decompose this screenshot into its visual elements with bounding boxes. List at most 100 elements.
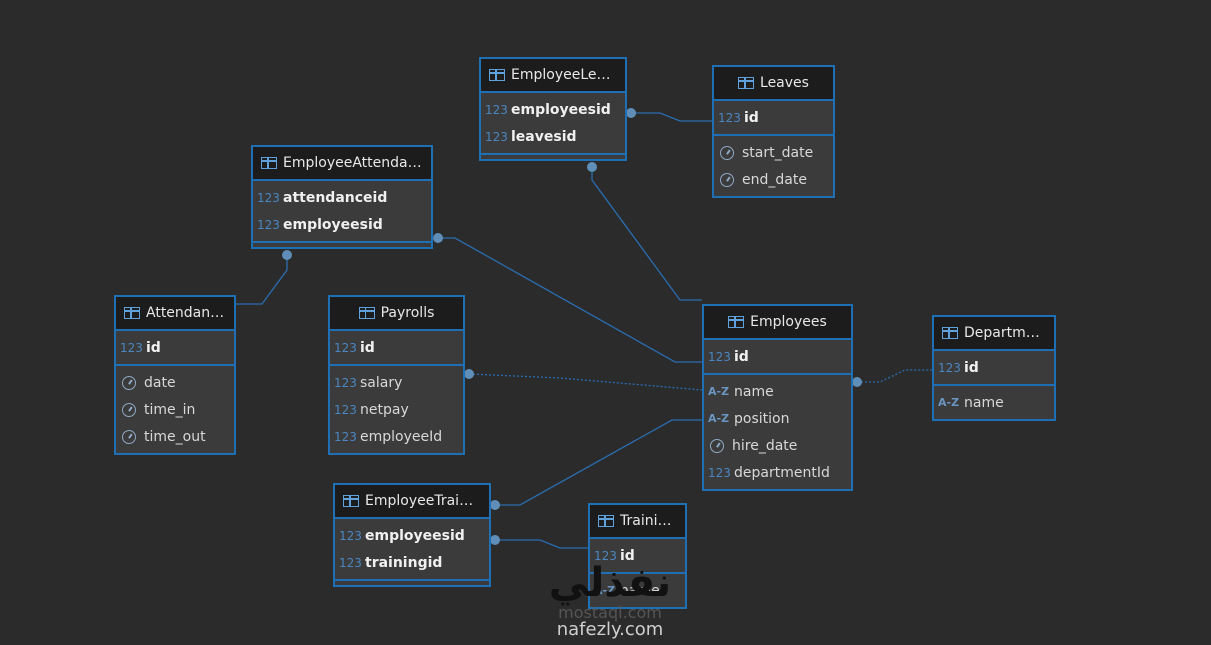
relation-endpoint-dot [464, 369, 474, 379]
entity-header[interactable]: EmployeeLea... [481, 59, 625, 93]
relation-employee-trainings-trainings[interactable] [495, 539, 588, 549]
number-type-icon: 123 [334, 375, 357, 390]
column-row[interactable]: A-Z position [704, 405, 851, 432]
relation-employee-leaves-leaves[interactable] [631, 112, 712, 122]
entity-title: Trainings [620, 513, 677, 529]
entity-header[interactable]: Leaves [714, 67, 833, 101]
entity-title: Departments [964, 325, 1046, 341]
column-section: A-Z name [590, 574, 685, 607]
entity-title: Attendances [146, 305, 226, 321]
number-type-icon: 123 [718, 110, 741, 125]
column-name: leavesid [511, 128, 577, 145]
entity-header[interactable]: Departments [934, 317, 1054, 351]
column-row[interactable]: A-Z name [590, 577, 685, 604]
column-name: time_in [144, 401, 196, 418]
clock-icon [720, 145, 734, 160]
entity-header[interactable]: EmployeeAttendan... [253, 147, 431, 181]
column-row[interactable]: time_out [116, 423, 234, 450]
column-name: employeesid [511, 101, 611, 118]
column-name: start_date [742, 144, 814, 161]
column-name: id [146, 339, 161, 356]
text-type-icon: A-Z [708, 412, 730, 425]
column-name: id [744, 109, 759, 126]
number-type-icon: 123 [257, 190, 280, 205]
entity-header[interactable]: Employees [704, 306, 851, 340]
table-icon [343, 495, 359, 507]
relation-payrolls-employees[interactable] [468, 373, 703, 391]
table-icon [261, 157, 277, 169]
column-row[interactable]: start_date [714, 139, 833, 166]
number-type-icon: 123 [257, 217, 280, 232]
column-row[interactable]: time_in [116, 396, 234, 423]
column-name: name [620, 582, 660, 599]
column-name: name [734, 383, 774, 400]
column-name: netpay [360, 401, 409, 418]
entity-header[interactable]: EmployeeTraini... [335, 485, 489, 519]
entity-title: Payrolls [380, 305, 435, 321]
column-name: attendanceid [283, 189, 388, 206]
number-type-icon: 123 [339, 528, 362, 543]
column-name: employeesid [283, 216, 383, 233]
entity-title: EmployeeTraini... [365, 493, 481, 509]
column-name: position [734, 410, 790, 427]
relation-employee-leaves-employees[interactable] [591, 167, 702, 301]
table-icon [598, 515, 614, 527]
clock-icon [122, 375, 136, 390]
column-section [335, 581, 489, 585]
number-type-icon: 123 [339, 555, 362, 570]
relation-employee-trainings-employees[interactable] [495, 419, 702, 506]
relation-employee-attendances-employees[interactable] [438, 237, 702, 363]
entity-header[interactable]: Payrolls [330, 297, 463, 331]
table-icon [358, 307, 375, 319]
entity-header[interactable]: Attendances [116, 297, 234, 331]
table-icon [738, 77, 755, 89]
table-icon [489, 69, 505, 81]
relation-endpoint-dot [490, 500, 500, 510]
column-row[interactable]: hire_date [704, 432, 851, 459]
text-type-icon: A-Z [594, 584, 616, 597]
column-name: time_out [144, 428, 206, 445]
table-icon [942, 327, 958, 339]
column-section [253, 243, 431, 247]
relation-employees-departments[interactable] [857, 369, 932, 383]
entity-header[interactable]: Trainings [590, 505, 685, 539]
column-row[interactable]: date [116, 369, 234, 396]
relation-endpoint-dot [626, 108, 636, 118]
entity-title: Employees [750, 314, 827, 330]
relation-employee-attendances-attendances[interactable] [236, 255, 288, 305]
number-type-icon: 123 [334, 340, 357, 355]
column-row[interactable]: end_date [714, 166, 833, 193]
